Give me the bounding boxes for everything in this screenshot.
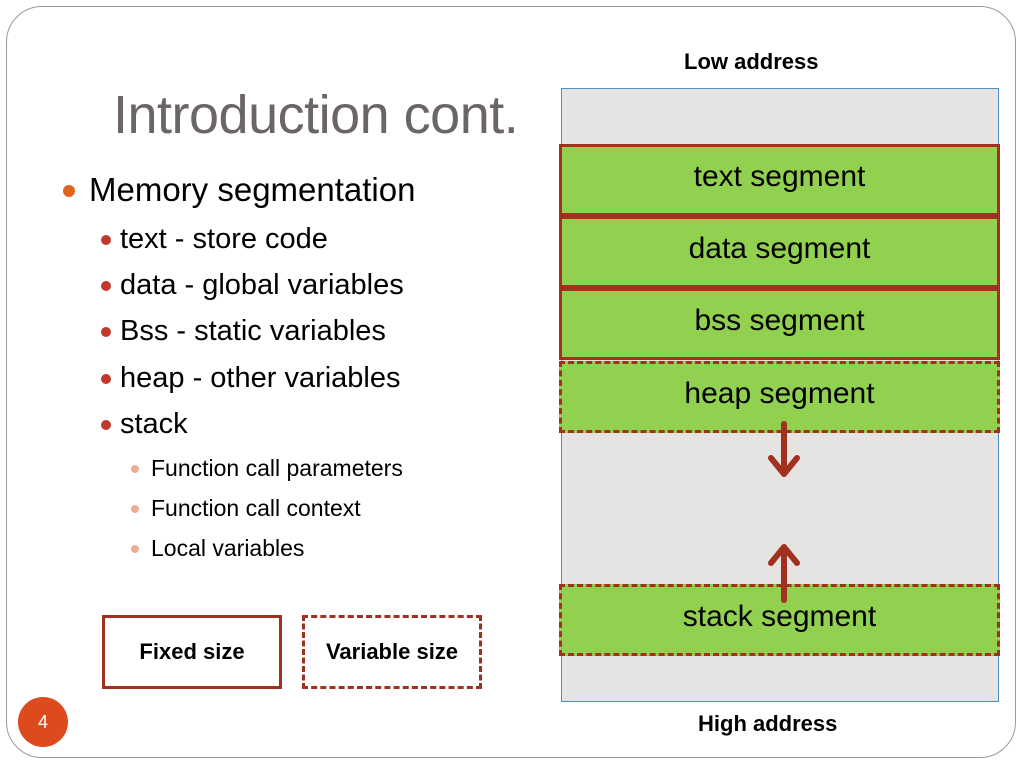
bullet-dot-icon	[101, 420, 111, 430]
bullet-dot-icon	[101, 235, 111, 245]
bss-segment: bss segment	[559, 288, 1000, 360]
bullet-bss: Bss - static variables	[120, 315, 386, 347]
bullet-stack: stack	[120, 408, 188, 440]
slide-title: Introduction cont.	[113, 85, 519, 145]
bullet-dot-icon	[131, 465, 139, 473]
text-segment: text segment	[559, 144, 1000, 216]
heap-growth-arrow-down-icon	[768, 421, 800, 477]
bullet-dot-icon	[131, 505, 139, 513]
data-segment: data segment	[559, 216, 1000, 288]
heap-segment: heap segment	[559, 361, 1000, 433]
bullet-dot-icon	[101, 327, 111, 337]
bullet-dot-icon	[131, 545, 139, 553]
bullet-dot-icon	[101, 374, 111, 384]
bullet-function-call-context: Function call context	[151, 495, 361, 521]
bullet-dot-icon	[63, 185, 75, 197]
stack-growth-arrow-up-icon	[768, 544, 800, 603]
high-address-label: High address	[698, 711, 838, 736]
low-address-label: Low address	[684, 49, 819, 74]
stack-segment: stack segment	[559, 584, 1000, 656]
bullet-dot-icon	[101, 281, 111, 291]
bullet-heap: heap - other variables	[120, 362, 401, 394]
legend-fixed-size: Fixed size	[102, 615, 282, 689]
bullet-function-call-parameters: Function call parameters	[151, 455, 403, 481]
page-number-badge: 4	[18, 697, 68, 747]
bullet-local-variables: Local variables	[151, 535, 305, 561]
legend-variable-size: Variable size	[302, 615, 482, 689]
bullet-data: data - global variables	[120, 269, 404, 301]
bullet-memory-segmentation: Memory segmentation	[89, 171, 416, 208]
bullet-text: text - store code	[120, 223, 328, 255]
